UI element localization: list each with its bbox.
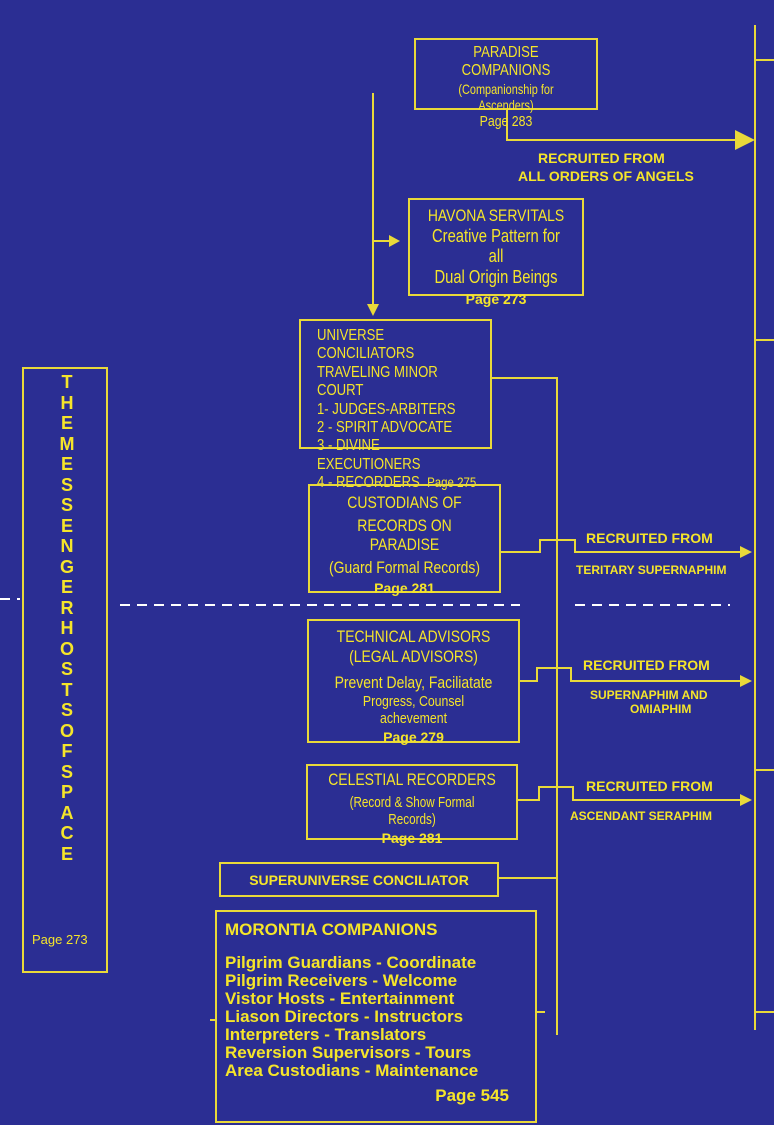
- recruited-angels-line1: RECRUITED FROM: [538, 150, 665, 166]
- morontia-item: Pilgrim Guardians - Coordinate: [225, 952, 477, 972]
- celestial-recorders-title: CELESTIAL RECORDERS: [328, 770, 496, 789]
- havona-servitals-line2: Creative Pattern for all: [432, 225, 560, 267]
- superuniverse-conciliator-label: SUPERUNIVERSE CONCILIATOR: [249, 872, 469, 888]
- havona-servitals-box: HAVONA SERVITALS Creative Pattern for al…: [408, 198, 584, 307]
- universe-conciliators-line2: TRAVELING MINOR COURT: [317, 363, 438, 400]
- recruited-tertiary-line1: RECRUITED FROM: [586, 530, 713, 546]
- universe-conciliators-page: Page 275: [427, 474, 477, 491]
- universe-conciliators-line6: 4 - RECORDERS: [317, 474, 420, 492]
- recruited-angels-line2: ALL ORDERS OF ANGELS: [518, 168, 694, 184]
- custodians-box: CUSTODIANS OF RECORDS ON PARADISE (Guard…: [308, 484, 501, 597]
- morontia-item: Pilgrim Receivers - Welcome: [225, 970, 458, 990]
- havona-servitals-title: HAVONA SERVITALS: [427, 206, 565, 225]
- arrowhead: [735, 130, 755, 150]
- technical-advisors-line3: Prevent Delay, Faciliatate: [334, 673, 493, 693]
- morontia-companions-page: Page 545: [435, 1085, 509, 1105]
- paradise-companions-title: PARADISE COMPANIONS: [461, 44, 551, 80]
- celestial-recorders-box: CELESTIAL RECORDERS (Record & Show Forma…: [306, 764, 518, 846]
- recruited-seraphim-line2: ASCENDANT SERAPHIM: [570, 809, 713, 823]
- arrowhead: [740, 546, 752, 558]
- messenger-hosts-box: [22, 367, 108, 973]
- morontia-item: Reversion Supervisors - Tours: [225, 1042, 472, 1062]
- havona-servitals-line3: Dual Origin Beings: [434, 266, 558, 287]
- havona-servitals-page: Page 273: [465, 290, 527, 307]
- recruited-tertiary-line2: TERITARY SUPERNAPHIM: [576, 563, 727, 577]
- morontia-companions-box: MORONTIA COMPANIONS Pilgrim Guardians - …: [215, 910, 537, 1123]
- messenger-hosts-page: Page 273: [32, 932, 88, 947]
- technical-advisors-line2: (LEGAL ADVISORS): [349, 646, 478, 666]
- celestial-recorders-subtitle: (Record & Show Formal Records): [349, 793, 475, 828]
- morontia-companions-title: MORONTIA COMPANIONS: [225, 920, 438, 939]
- technical-advisors-box: TECHNICAL ADVISORS (LEGAL ADVISORS) Prev…: [307, 619, 520, 746]
- dashed-divider: [0, 598, 730, 606]
- arrowhead: [367, 304, 379, 316]
- arrowhead: [740, 675, 752, 687]
- paradise-companions-subtitle: (Companionship for Ascenders): [458, 80, 554, 113]
- universe-conciliators-line3: 1- JUDGES-ARBITERS: [317, 400, 456, 418]
- morontia-item: Area Custodians - Maintenance: [225, 1060, 479, 1080]
- custodians-page: Page 281: [374, 580, 435, 597]
- recruited-supernaphim-line1: RECRUITED FROM: [583, 657, 710, 673]
- custodians-line2: RECORDS ON PARADISE: [357, 515, 452, 555]
- universe-conciliators-box: UNIVERSE CONCILIATORS TRAVELING MINOR CO…: [299, 319, 492, 491]
- paradise-companions-page: Page 283: [479, 112, 533, 130]
- morontia-item: Interpreters - Translators: [225, 1024, 427, 1044]
- technical-advisors-page: Page 279: [383, 729, 444, 746]
- messenger-hosts-title: T H E M E S S E N G E R H O S T S O F S …: [59, 372, 75, 864]
- arrowhead: [389, 235, 400, 247]
- technical-advisors-line4: Progress, Counsel achevement: [362, 692, 465, 727]
- celestial-recorders-page: Page 281: [381, 830, 443, 847]
- custodians-title: CUSTODIANS OF: [347, 493, 462, 512]
- superuniverse-conciliator-box: SUPERUNIVERSE CONCILIATOR: [219, 862, 499, 897]
- universe-conciliators-title: UNIVERSE CONCILIATORS: [317, 327, 415, 363]
- paradise-arrow-line: [506, 109, 742, 141]
- bracket-vertical-line: [492, 377, 558, 1035]
- universe-conciliators-line5: 3 - DIVINE EXECUTIONERS: [317, 437, 421, 473]
- morontia-item: Liason Directors - Instructors: [225, 1006, 464, 1026]
- morontia-item: Vistor Hosts - Entertainment: [225, 988, 455, 1008]
- recruited-supernaphim-line3: OMIAPHIM: [630, 702, 692, 716]
- custodians-line3: (Guard Formal Records): [328, 557, 481, 577]
- recruited-supernaphim-line2: SUPERNAPHIM AND: [590, 688, 708, 702]
- arrowhead: [740, 794, 752, 806]
- recruited-seraphim-line1: RECRUITED FROM: [586, 778, 713, 794]
- paradise-companions-box: PARADISE COMPANIONS (Companionship for A…: [414, 38, 598, 130]
- technical-advisors-title: TECHNICAL ADVISORS: [336, 627, 491, 646]
- universe-conciliators-line4: 2 - SPIRIT ADVOCATE: [317, 418, 453, 436]
